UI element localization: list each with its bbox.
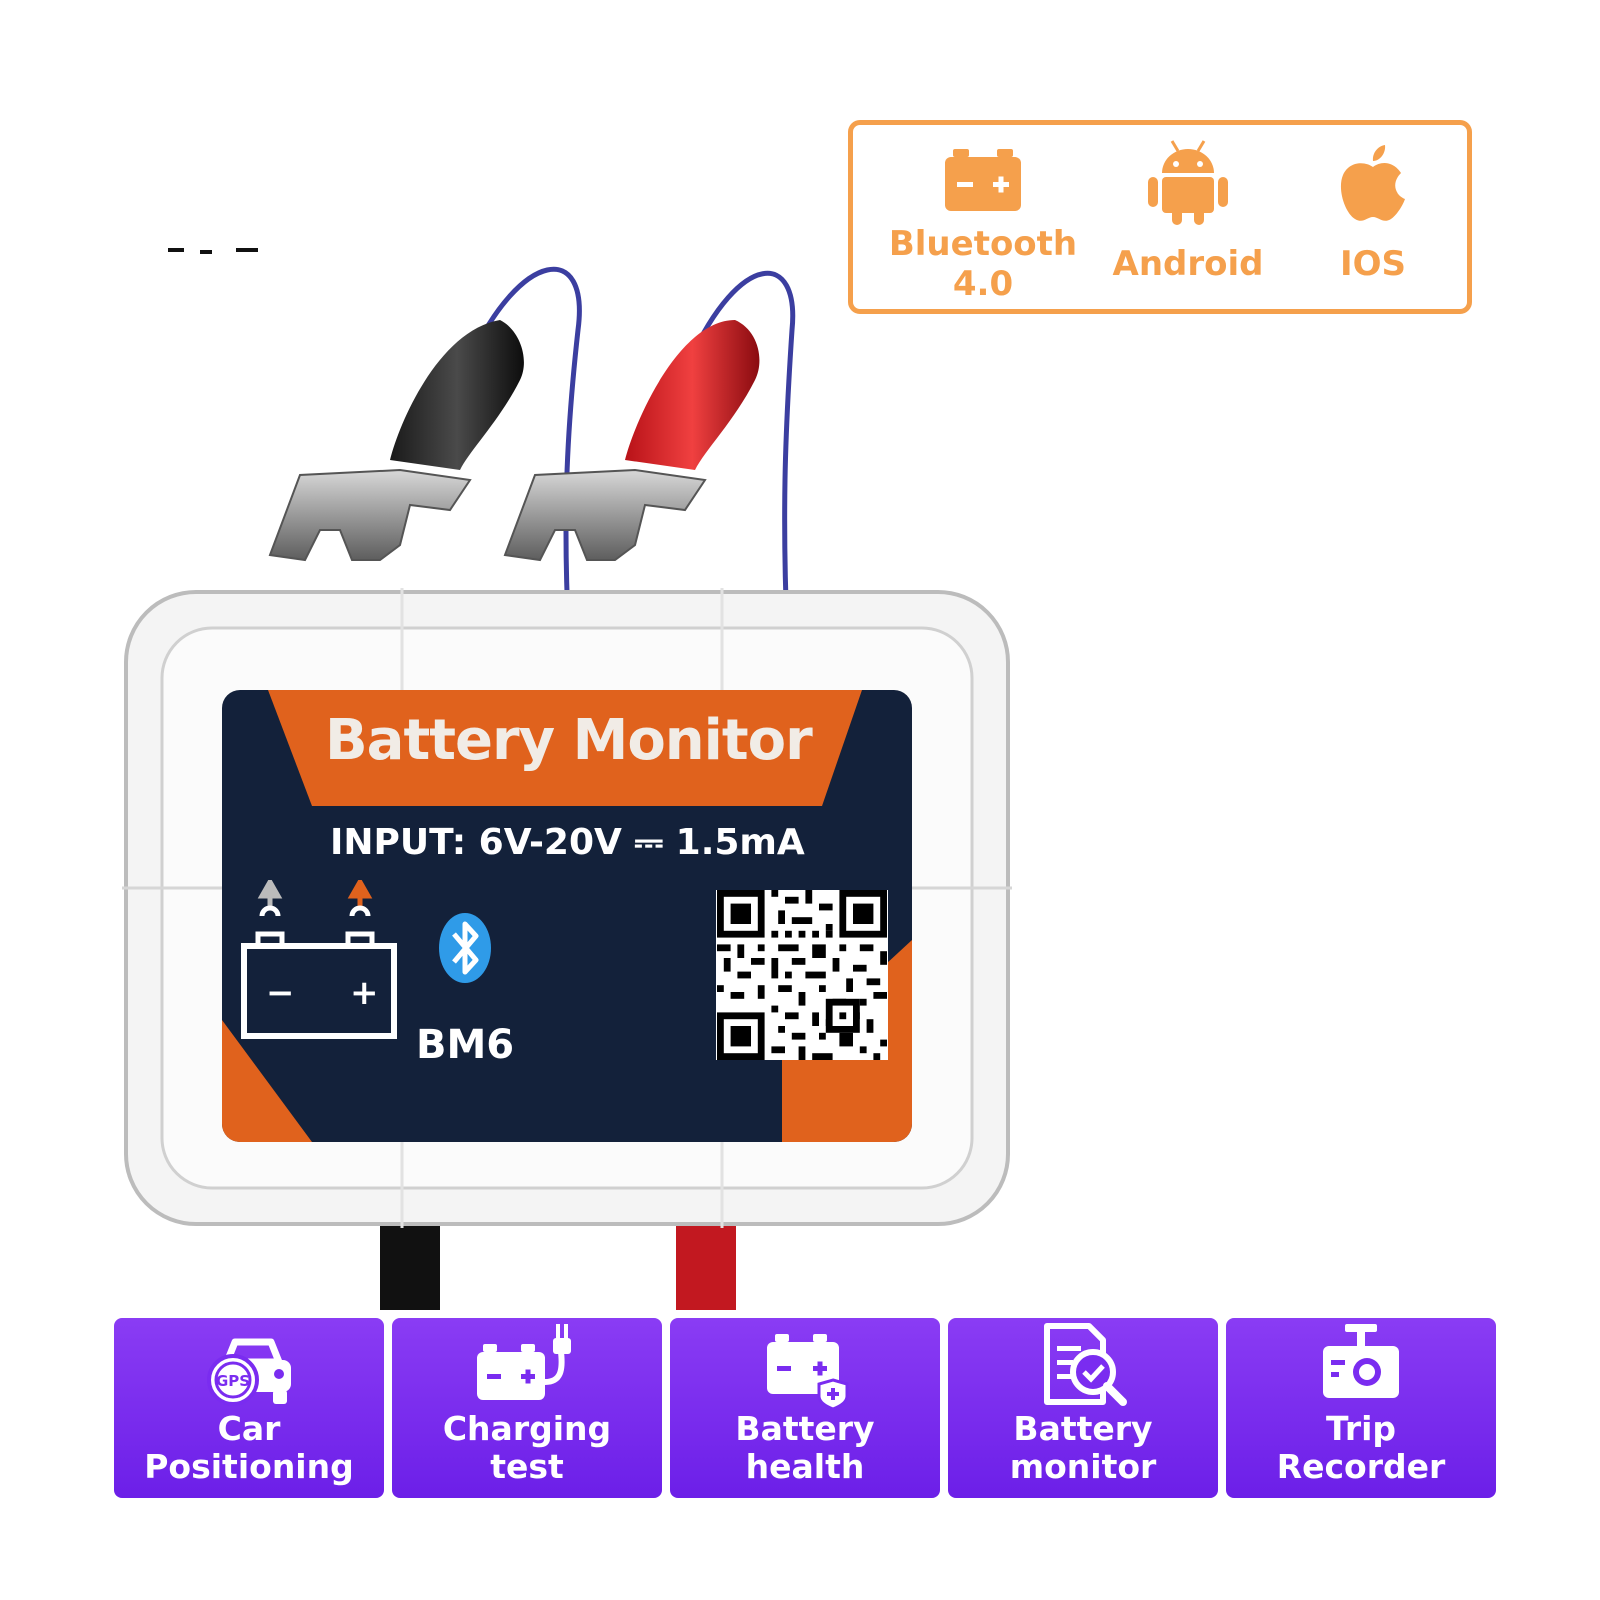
android-icon [1148,140,1228,225]
apple-icon [1340,145,1405,221]
compat-android: Android [1103,125,1273,309]
feature-label-battery-monitor: Battery monitor [948,1410,1218,1486]
battery-minus: − [266,973,295,1013]
device-title: Battery Monitor [325,708,813,773]
feature-label-battery-health: Battery health [670,1410,940,1486]
compatibility-box: Bluetooth 4.0 Android IOS [848,120,1472,314]
feature-label-car-positioning: Car Positioning [114,1410,384,1486]
feature-line1: Trip [1325,1409,1397,1448]
device-model: BM6 [416,1022,515,1068]
dashcam-icon [1323,1324,1399,1398]
document-search-icon [1044,1323,1127,1406]
feature-card-battery-monitor: Battery monitor [948,1318,1218,1498]
compat-bluetooth: Bluetooth 4.0 [873,125,1093,309]
compat-label-bluetooth: Bluetooth [888,224,1078,264]
stray-mark [200,250,212,254]
feature-card-trip-recorder: Trip Recorder [1226,1318,1496,1498]
feature-line2: health [745,1447,865,1486]
compat-label-ios: IOS [1339,244,1407,284]
battery-diagram-icon: − + [241,880,397,1039]
qr-code-pattern [717,890,887,1060]
feature-line1: Battery [1013,1409,1153,1448]
battery-plus: + [350,973,379,1013]
qr-code [716,890,888,1060]
feature-line2: Positioning [144,1447,354,1486]
stray-mark [236,248,258,252]
feature-card-charging-test: Charging test [392,1318,662,1498]
compat-label-bluetooth-version: 4.0 [952,264,1014,304]
feature-label-trip-recorder: Trip Recorder [1226,1410,1496,1486]
feature-line1: Charging [442,1409,612,1448]
feature-line1: Car [217,1409,281,1448]
red-clamp-fork [503,468,707,562]
svg-text:GPS: GPS [216,1372,250,1390]
feature-card-car-positioning: GPS Car Positioning [114,1318,384,1498]
compat-label-android: Android [1112,244,1264,284]
feature-line1: Battery [735,1409,875,1448]
feature-line2: monitor [1009,1447,1157,1486]
battery-icon [945,149,1021,211]
car-gps-icon: GPS [207,1338,291,1406]
bluetooth-icon [439,913,491,983]
feature-card-battery-health: Battery health [670,1318,940,1498]
black-clamp-fork [268,468,472,562]
compat-ios: IOS [1293,125,1453,309]
device-input-spec: INPUT: 6V-20V ⎓ 1.5mA [330,822,805,863]
feature-label-charging-test: Charging test [392,1410,662,1486]
feature-line2: test [490,1447,564,1486]
battery-shield-icon [767,1334,849,1410]
charging-plug-icon [477,1324,571,1400]
feature-line2: Recorder [1276,1447,1446,1486]
stray-mark [168,248,184,252]
